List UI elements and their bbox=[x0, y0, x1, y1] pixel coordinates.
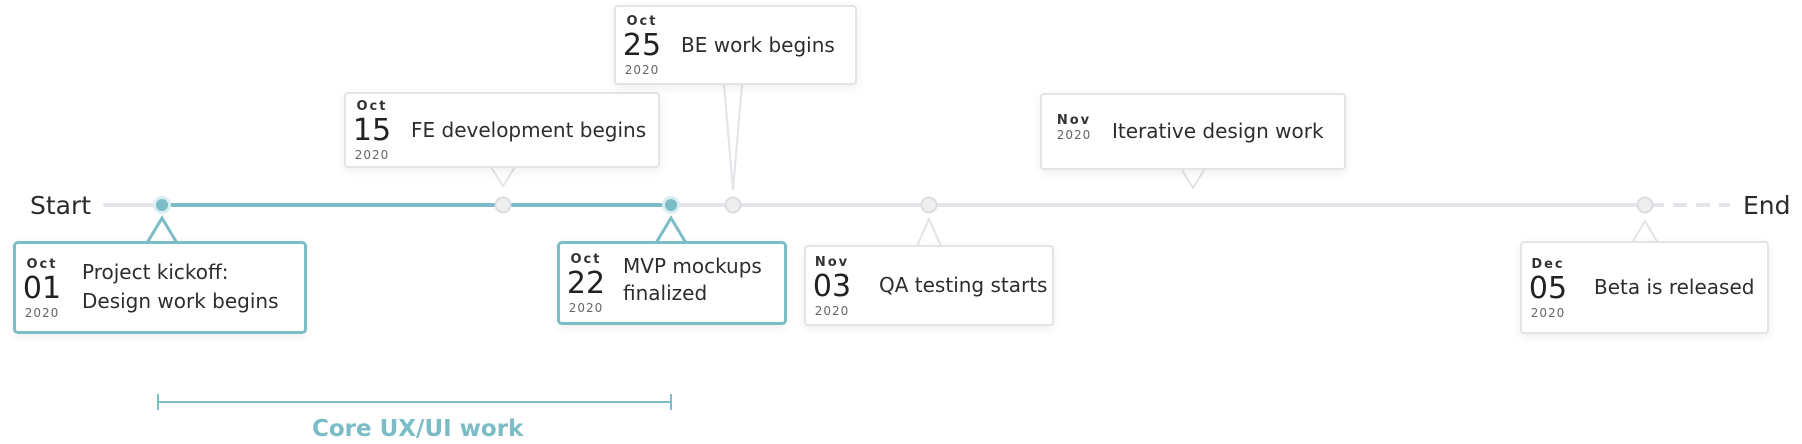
timeline-node-dec-05 bbox=[1636, 196, 1654, 214]
milestone-date: Oct 25 2020 bbox=[621, 14, 663, 77]
milestone-day: 01 bbox=[22, 271, 62, 306]
milestone-title: QA testing starts bbox=[879, 273, 1048, 297]
milestone-title-line: Project kickoff: bbox=[82, 260, 229, 284]
milestone-title-line: finalized bbox=[623, 281, 708, 305]
milestone-month: Oct bbox=[570, 252, 602, 267]
milestone-month: Oct bbox=[626, 14, 658, 29]
milestone-title: BE work begins bbox=[681, 33, 835, 57]
milestone-card-dec-05[interactable]: Dec 05 2020 Beta is released bbox=[1520, 241, 1769, 334]
milestone-date: Nov 03 2020 bbox=[811, 255, 853, 318]
milestone-date: Dec 05 2020 bbox=[1527, 257, 1569, 320]
milestone-month: Nov bbox=[814, 255, 850, 270]
timeline-node-oct-25 bbox=[724, 196, 742, 214]
milestone-card-oct-01[interactable]: Oct 01 2020 Project kickoff: Design work… bbox=[13, 241, 307, 334]
connector-oct-22 bbox=[654, 215, 688, 244]
milestone-title: Iterative design work bbox=[1112, 119, 1324, 143]
milestone-date: Oct 22 2020 bbox=[565, 252, 607, 315]
milestone-date: Oct 01 2020 bbox=[21, 257, 63, 320]
milestone-date: Nov 2020 bbox=[1053, 113, 1095, 142]
start-label: Start bbox=[30, 191, 92, 220]
milestone-card-nov-iterative[interactable]: Nov 2020 Iterative design work bbox=[1040, 93, 1346, 170]
connector-nov-iterative bbox=[1181, 169, 1205, 190]
milestone-year: 2020 bbox=[354, 148, 390, 162]
milestone-year: 2020 bbox=[1530, 306, 1566, 320]
milestone-year: 2020 bbox=[24, 306, 60, 320]
connector-nov-03 bbox=[916, 216, 942, 247]
milestone-year: 2020 bbox=[568, 301, 604, 315]
milestone-month: Dec bbox=[1531, 257, 1565, 272]
milestone-title: FE development begins bbox=[411, 118, 647, 142]
milestone-year: 2020 bbox=[624, 63, 660, 77]
milestone-title-line: MVP mockups bbox=[623, 254, 762, 278]
milestone-day: 22 bbox=[566, 266, 606, 301]
end-label: End bbox=[1743, 191, 1791, 220]
span-label: Core UX/UI work bbox=[312, 416, 524, 442]
milestone-card-nov-03[interactable]: Nov 03 2020 QA testing starts bbox=[804, 245, 1054, 326]
milestone-card-oct-15[interactable]: Oct 15 2020 FE development begins bbox=[344, 92, 660, 168]
milestone-card-oct-22[interactable]: Oct 22 2020 MVP mockups finalized bbox=[557, 241, 787, 325]
timeline-node-oct-22 bbox=[662, 196, 680, 214]
timeline-node-oct-01 bbox=[153, 196, 171, 214]
connector-dec-05 bbox=[1631, 219, 1659, 244]
milestone-day: 05 bbox=[1528, 271, 1568, 306]
milestone-day: 25 bbox=[622, 28, 662, 63]
timeline-node-oct-15 bbox=[494, 196, 512, 214]
milestone-title: Project kickoff: Design work begins bbox=[82, 258, 279, 316]
milestone-month: Oct bbox=[356, 99, 388, 114]
milestone-year: 2020 bbox=[1056, 128, 1092, 142]
timeline-node-nov-03 bbox=[920, 196, 938, 214]
milestone-date: Oct 15 2020 bbox=[351, 99, 393, 162]
milestone-title: Beta is released bbox=[1594, 275, 1755, 299]
milestone-card-oct-25[interactable]: Oct 25 2020 BE work begins bbox=[614, 5, 857, 85]
milestone-day: 15 bbox=[352, 113, 392, 148]
connector-oct-25 bbox=[723, 83, 743, 191]
milestone-title-line: Design work begins bbox=[82, 289, 279, 313]
milestone-month: Oct bbox=[26, 257, 58, 272]
milestone-year: 2020 bbox=[814, 304, 850, 318]
connector-oct-01 bbox=[145, 215, 179, 244]
milestone-day: 03 bbox=[812, 269, 852, 304]
connector-oct-15 bbox=[490, 166, 516, 188]
milestone-month: Nov bbox=[1056, 113, 1092, 128]
milestone-title: MVP mockups finalized bbox=[623, 253, 762, 307]
